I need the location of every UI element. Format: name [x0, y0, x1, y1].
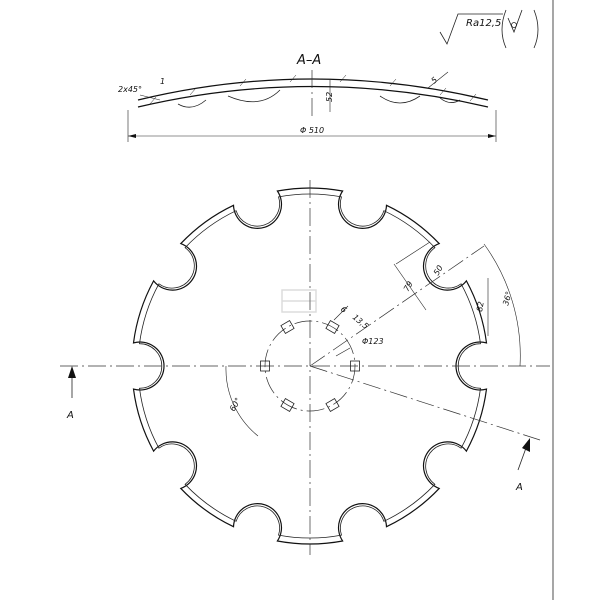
dia-arrow-right [488, 134, 496, 138]
notch-width-label: 50 [432, 264, 445, 277]
cut-label-left: A [66, 410, 74, 421]
section-bottom-profile [137, 85, 489, 108]
notch-depth-label: 79 [402, 280, 415, 293]
diameter-label: Φ 510 [300, 126, 324, 135]
thickness-label: 5 [430, 75, 440, 85]
watermark-logo [281, 289, 317, 313]
square-hole [325, 398, 340, 412]
roughness-paren-right [533, 9, 539, 49]
notch-angle-label: 36° [501, 290, 513, 306]
roughness-symbol: Ra12,5 [439, 9, 539, 49]
section-view: A–A 52 2x45° 1 5 [118, 53, 497, 142]
roughness-paren-left [501, 9, 507, 49]
notch-axis-line [309, 245, 485, 367]
cut-line-diagonal [309, 365, 541, 441]
cut-arrow-right [522, 438, 530, 452]
section-title: A–A [296, 53, 321, 68]
section-notch-3 [379, 95, 421, 104]
roughness-check-small-icon [507, 9, 523, 34]
edge-dim-label: 1 [160, 77, 165, 86]
square-holes [260, 320, 360, 412]
dia-arrow-left [128, 134, 136, 138]
chamfer-leader [139, 94, 161, 101]
depth-label: 52 [325, 92, 334, 102]
roughness-check-icon [439, 13, 503, 45]
hole-angle-label: 60° [228, 396, 243, 413]
notch-angle-arc [483, 243, 521, 367]
notch-width-dim [395, 241, 431, 265]
section-top-profile [137, 78, 489, 101]
notch-depth-dim [393, 263, 427, 311]
square-hole-label: 6 [339, 305, 349, 315]
square-hole [280, 398, 295, 412]
bolt-circle-label: Φ123 [362, 337, 384, 346]
hole-leader [333, 305, 349, 321]
chamfer-label: 2x45° [118, 85, 142, 94]
square-hole [260, 360, 270, 372]
bolt-circle [264, 320, 356, 412]
roughness-circle-icon [511, 22, 517, 28]
cut-arrow-left [68, 366, 76, 378]
section-notch-2 [227, 89, 281, 103]
section-notch-4 [439, 97, 461, 103]
square-hole [350, 360, 360, 372]
hole-angle-arc [225, 365, 259, 437]
section-hatching [149, 74, 477, 105]
disc-outline [132, 187, 488, 545]
bolt-circle-leader [335, 347, 351, 357]
section-notch-1 [177, 99, 207, 108]
cut-arrow-right-stem [517, 447, 527, 471]
thickness-leader [427, 71, 449, 89]
cut-label-right: A [515, 482, 523, 493]
square-hole [325, 320, 340, 334]
notch-chord-label: 82 [475, 301, 486, 313]
plan-view: Φ123 6 13,5 60° 50 79 82 36° A A [60, 180, 550, 555]
hole-size-label: 13,5 [351, 313, 370, 331]
roughness-label: Ra12,5 [466, 18, 501, 29]
disc-inner-edge [139, 193, 481, 539]
square-hole [280, 320, 295, 334]
